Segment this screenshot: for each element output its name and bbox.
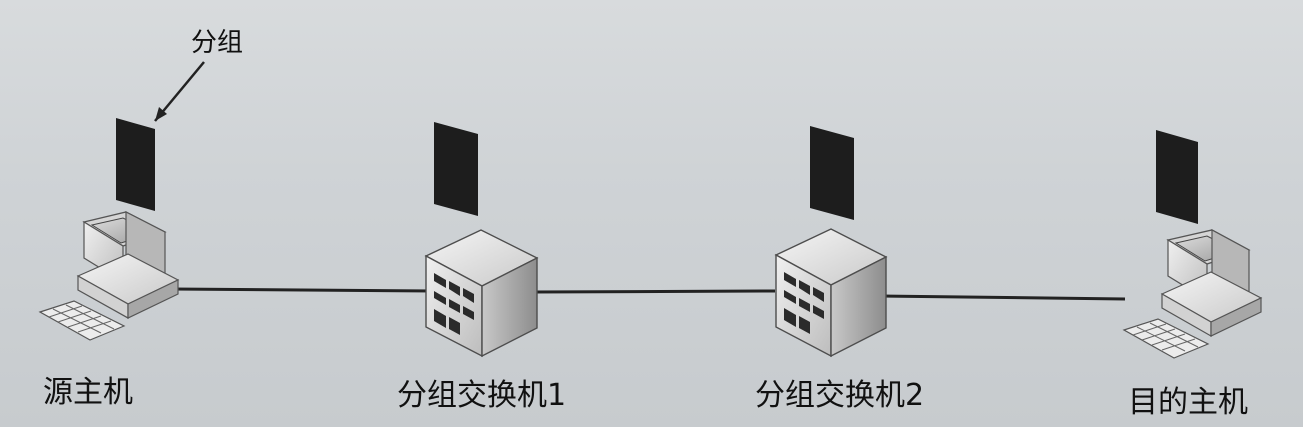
arrow-head — [155, 107, 167, 121]
packet-label-arrow — [154, 61, 205, 122]
packet-icon — [116, 118, 155, 211]
source-keyboard — [38, 300, 126, 341]
destination-keyboard-grid — [1132, 322, 1199, 352]
switch-2-panel-slot — [784, 308, 796, 327]
source-keyboard-grid — [48, 304, 115, 334]
switch-1-label: 分组交换机1 — [397, 378, 567, 413]
switch-1-panel-slot — [434, 309, 446, 328]
packets — [116, 118, 1198, 224]
switch-2-panel-slot — [799, 316, 810, 334]
switch-1-cube — [424, 229, 539, 358]
network-links — [171, 287, 1126, 301]
switch-2-front-panel — [784, 272, 824, 334]
switch-1-front-panel — [434, 273, 474, 335]
link-switch-1-to-switch-2 — [533, 289, 776, 294]
destination-host-label: 目的主机 — [1128, 385, 1248, 420]
switch-2-panel-slot — [784, 272, 796, 287]
switch-2-panel-slot — [799, 298, 810, 312]
switch-1-panel-slot — [449, 299, 460, 313]
source-host-computer — [38, 211, 180, 341]
switch-1-panel-slot — [434, 273, 446, 288]
switch-2-panel-slot — [799, 280, 810, 295]
switch-2-panel-slot — [784, 290, 796, 304]
switch-1-panel-slot — [434, 291, 446, 305]
switch-2-right-face — [830, 255, 887, 358]
packet-icon — [1156, 130, 1198, 224]
switch-2-cube — [774, 228, 888, 358]
packet-icon — [810, 126, 854, 220]
source-base-side — [127, 279, 179, 319]
switch-2-label: 分组交换机2 — [755, 378, 925, 413]
destination-host-computer — [1122, 228, 1263, 359]
switch-1-right-face — [481, 256, 538, 358]
destination-base-side — [1210, 297, 1262, 337]
packet-icon — [434, 122, 478, 216]
switch-1-panel-slot — [449, 281, 460, 296]
switch-1-panel-slot — [463, 288, 474, 303]
destination-keyboard — [1122, 318, 1210, 359]
link-switch-2-to-destination — [882, 294, 1126, 301]
switch-2-panel-slot — [813, 305, 824, 319]
switch-2-panel-slot — [813, 287, 824, 302]
packet-label: 分组 — [191, 28, 244, 58]
switch-1-panel-slot — [463, 306, 474, 320]
switch-1-panel-slot — [449, 317, 460, 335]
link-source-to-switch-1 — [171, 287, 435, 293]
source-host-label: 源主机 — [43, 375, 133, 410]
